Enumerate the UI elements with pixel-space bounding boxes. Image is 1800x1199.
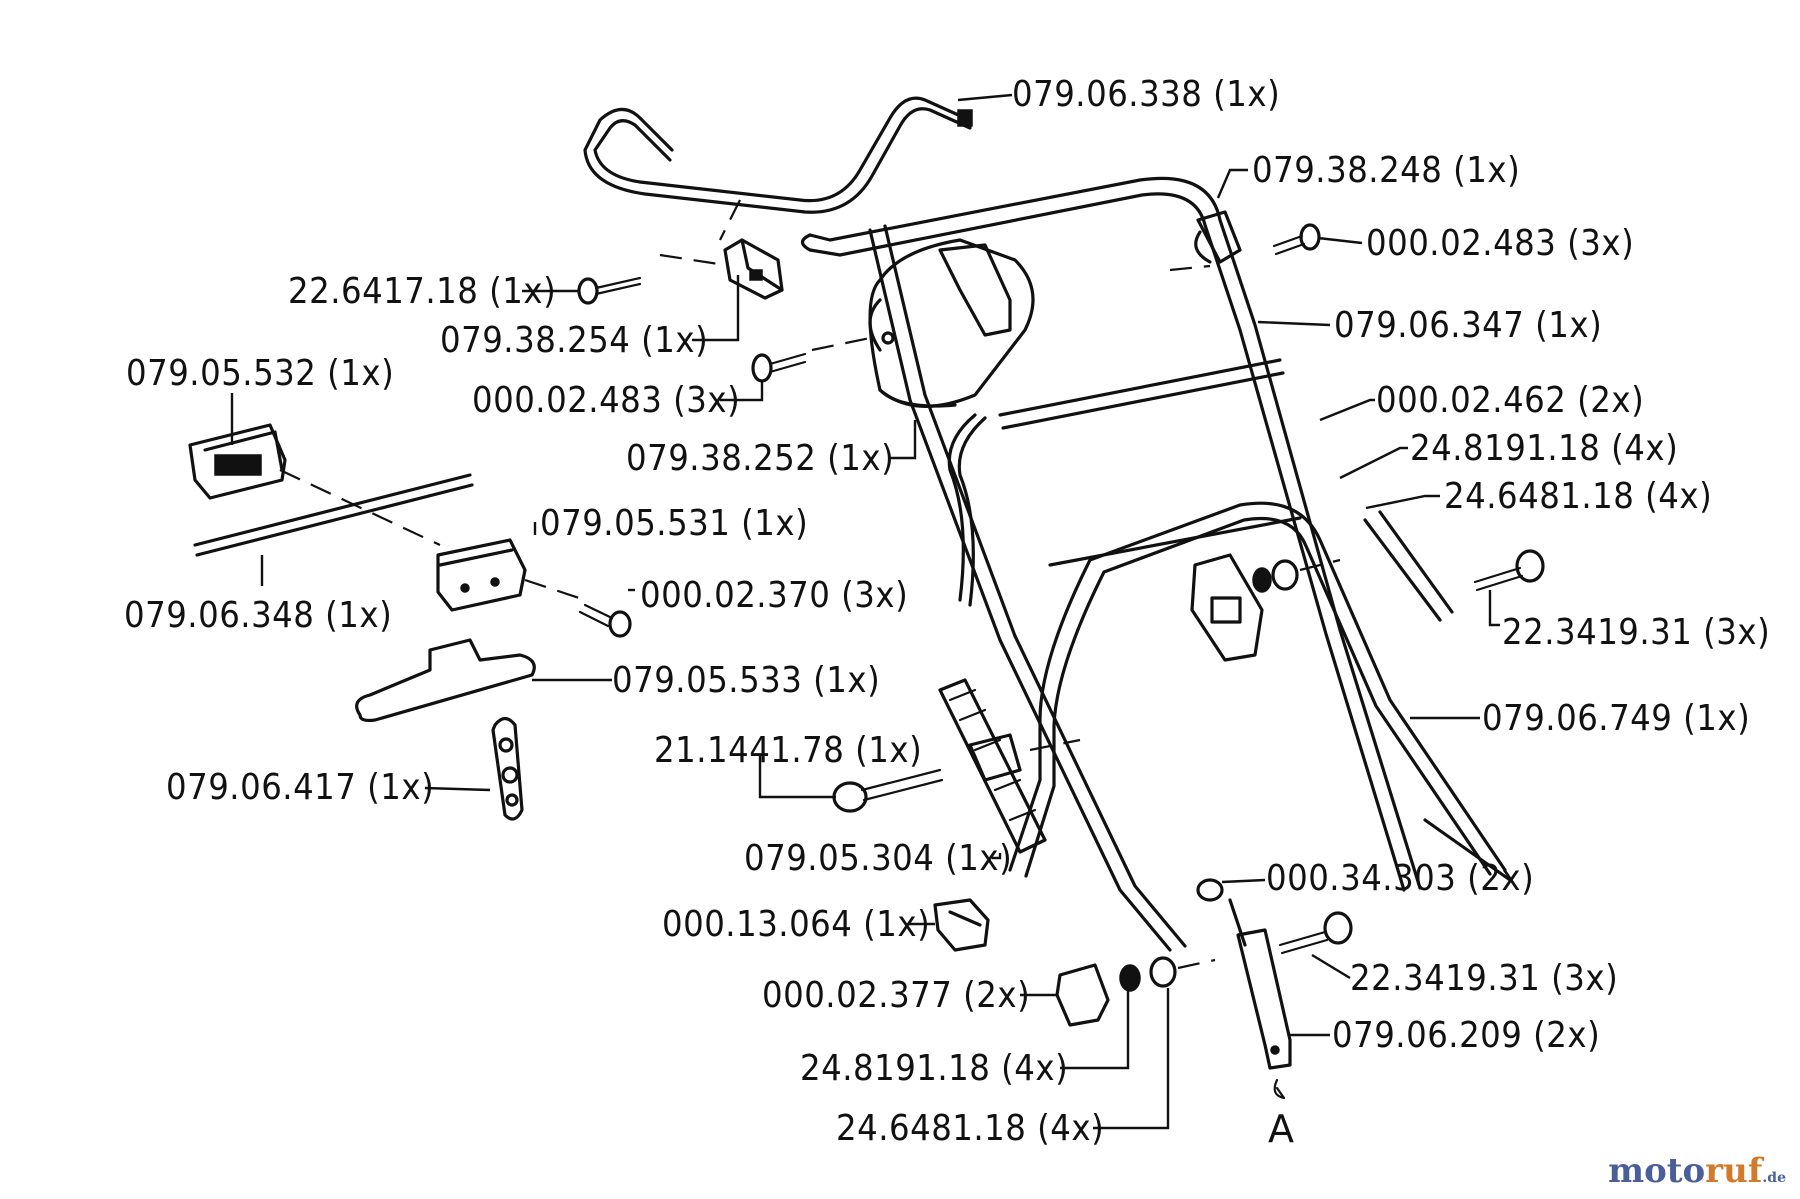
label-000-02-370: 000.02.370 (3x) bbox=[640, 575, 908, 616]
label-000-34-303: 000.34.303 (2x) bbox=[1266, 858, 1534, 899]
cap-000-02-377 bbox=[1055, 963, 1110, 1027]
label-079-06-209: 079.06.209 (2x) bbox=[1332, 1015, 1600, 1056]
label-000-13-064: 000.13.064 (1x) bbox=[662, 904, 930, 945]
label-24-8191-18-lower: 24.8191.18 (4x) bbox=[800, 1048, 1068, 1089]
label-000-02-483-left: 000.02.483 (3x) bbox=[472, 380, 740, 421]
watermark-part1: moto bbox=[1608, 1151, 1706, 1191]
label-079-06-749: 079.06.749 (1x) bbox=[1482, 698, 1750, 739]
clamp-knob bbox=[1190, 553, 1264, 662]
lever-079-05-533 bbox=[355, 638, 536, 723]
label-079-06-338: 079.06.338 (1x) bbox=[1012, 74, 1280, 115]
label-079-06-347: 079.06.347 (1x) bbox=[1334, 305, 1602, 346]
switch-housing bbox=[868, 238, 1035, 408]
clip-079-38-248 bbox=[1194, 210, 1242, 264]
lower-u-handle bbox=[1008, 501, 1507, 878]
label-24-6481-18-lower: 24.6481.18 (4x) bbox=[836, 1108, 1104, 1149]
screw-000-02-370 bbox=[578, 603, 632, 638]
screw-000-02-483-right bbox=[1272, 223, 1321, 256]
washer-000-34-303 bbox=[1196, 878, 1247, 947]
label-22-6417-18: 22.6417.18 (1x) bbox=[288, 271, 556, 312]
label-079-38-254: 079.38.254 (1x) bbox=[440, 320, 708, 361]
label-079-06-348: 079.06.348 (1x) bbox=[124, 595, 392, 636]
nut-000-13-064 bbox=[933, 898, 990, 952]
clamp-079-05-532 bbox=[188, 423, 287, 500]
bracket-079-06-209 bbox=[1236, 928, 1292, 1100]
label-079-06-417: 079.06.417 (1x) bbox=[166, 767, 434, 808]
clamp-079-05-531 bbox=[436, 538, 527, 612]
switch-clip bbox=[723, 238, 784, 300]
upper-handle-bar bbox=[583, 96, 973, 214]
leader-lines bbox=[230, 93, 1500, 1130]
label-000-02-483-right: 000.02.483 (3x) bbox=[1366, 223, 1634, 264]
bolt-22-3419-31-lower bbox=[1278, 911, 1353, 955]
label-000-02-462: 000.02.462 (2x) bbox=[1376, 380, 1644, 421]
adjuster-079-05-304 bbox=[938, 678, 1047, 854]
label-079-38-252: 079.38.252 (1x) bbox=[626, 438, 894, 479]
label-079-05-532: 079.05.532 (1x) bbox=[126, 353, 394, 394]
label-22-3419-31-upper: 22.3419.31 (3x) bbox=[1502, 612, 1770, 653]
bolt-22-3419-31-upper bbox=[1473, 549, 1545, 592]
label-24-8191-18-upper: 24.8191.18 (4x) bbox=[1410, 428, 1678, 469]
detail-marker: A bbox=[1268, 1107, 1294, 1151]
watermark-suffix: .de bbox=[1762, 1170, 1786, 1186]
label-24-6481-18-upper: 24.6481.18 (4x) bbox=[1444, 476, 1712, 517]
label-000-02-377: 000.02.377 (2x) bbox=[762, 975, 1030, 1016]
label-22-3419-31-lower: 22.3419.31 (3x) bbox=[1350, 958, 1618, 999]
bolt-21-1441-78 bbox=[832, 768, 944, 813]
label-079-05-533: 079.05.533 (1x) bbox=[612, 660, 880, 701]
plate-079-06-417 bbox=[491, 716, 524, 821]
label-079-05-304: 079.05.304 (1x) bbox=[744, 838, 1012, 879]
screw-22-6417-18 bbox=[577, 276, 642, 305]
watermark-part2: ruf bbox=[1705, 1151, 1763, 1191]
label-21-1441-78: 21.1441.78 (1x) bbox=[654, 730, 922, 771]
rod-079-06-348 bbox=[193, 473, 474, 557]
screw-000-02-483-left bbox=[751, 352, 807, 383]
label-079-05-531: 079.05.531 (1x) bbox=[540, 503, 808, 544]
watermark: motoruf.de bbox=[1608, 1151, 1786, 1191]
label-079-38-248: 079.38.248 (1x) bbox=[1252, 150, 1520, 191]
upper-u-handle bbox=[800, 176, 1422, 952]
